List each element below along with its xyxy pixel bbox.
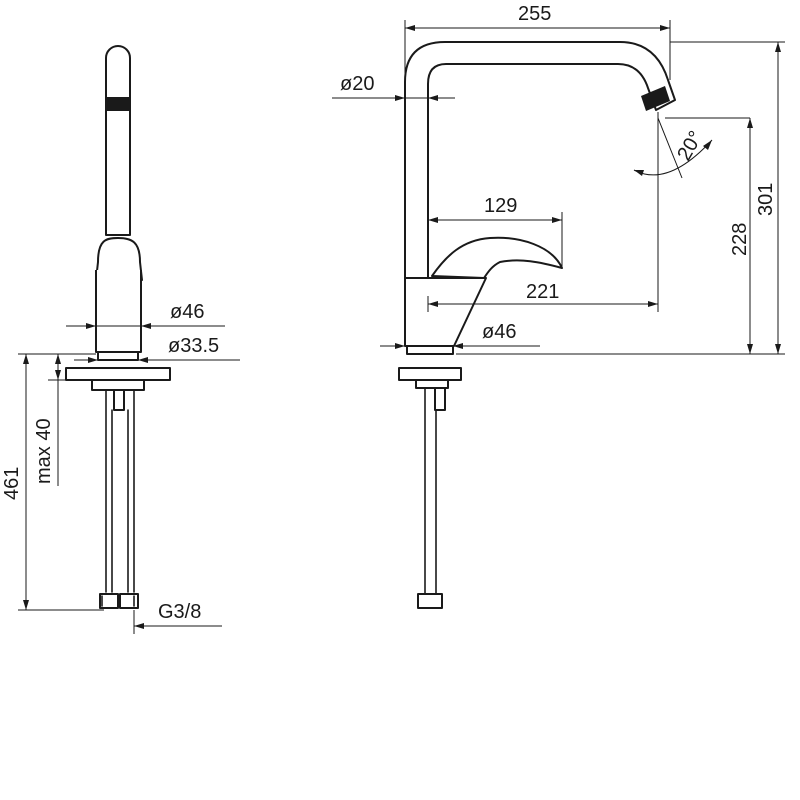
front-body-diameter-label: ø46: [170, 301, 204, 323]
front-mounting-nut: [91, 379, 145, 391]
spout-width-label: 255: [518, 3, 551, 25]
arrow: [428, 217, 438, 223]
connection-thread-label: G3/8: [158, 601, 201, 623]
front-hose-nut-right: [119, 593, 139, 609]
front-hose-nut-left: [99, 593, 119, 609]
front-body: [95, 270, 142, 353]
front-spout-outlet-band: [105, 97, 131, 111]
front-view: [65, 45, 171, 609]
arrow: [55, 370, 61, 380]
side-dimensions: 255 ø20 20° 129 221 ø46: [332, 3, 785, 355]
front-fixing-stud: [113, 389, 125, 411]
spout-angle-label: 20°: [673, 127, 707, 164]
overall-height-label: 301: [755, 183, 777, 216]
max-deck-thickness-label: max 40: [33, 418, 55, 484]
arrow: [23, 600, 29, 610]
spout-diameter-label: ø20: [340, 73, 374, 95]
front-body-ring: [97, 351, 139, 361]
arrow: [747, 344, 753, 354]
arrow: [747, 118, 753, 128]
arrow: [703, 140, 712, 150]
side-view: [398, 41, 676, 609]
arrow: [660, 25, 670, 31]
arrow: [138, 357, 148, 363]
arrow: [634, 170, 644, 176]
hose-length-label: 461: [1, 467, 23, 500]
outlet-height-label: 228: [729, 223, 751, 256]
arrow: [775, 344, 781, 354]
arrow: [55, 354, 61, 364]
side-hose-nut: [417, 593, 443, 609]
front-lever: [95, 237, 143, 281]
lever-reach-label: 129: [484, 195, 517, 217]
arrow: [88, 357, 98, 363]
side-body: [404, 277, 487, 347]
front-dimensions: ø46 ø33.5 max 40 461 G3/8: [1, 301, 240, 634]
side-body-diameter-label: ø46: [482, 321, 516, 343]
side-mounting-plate: [398, 367, 462, 381]
arrow: [86, 323, 96, 329]
front-spout-tube: [105, 45, 131, 236]
front-hole-diameter-label: ø33.5: [168, 335, 219, 357]
side-fixing-stud: [434, 387, 446, 411]
side-lever: [431, 236, 563, 279]
arrow: [428, 95, 438, 101]
arrow: [453, 343, 463, 349]
side-spout: [404, 41, 676, 278]
front-mounting-plate: [65, 367, 171, 381]
arrow: [141, 323, 151, 329]
spout-reach-label: 221: [526, 281, 559, 303]
side-body-ring: [406, 345, 454, 355]
side-mounting-nut: [415, 379, 449, 389]
arrow: [395, 343, 405, 349]
arrow: [23, 354, 29, 364]
arrow: [775, 42, 781, 52]
arrow: [648, 301, 658, 307]
arrow: [134, 623, 144, 629]
arrow: [395, 95, 405, 101]
arrow: [552, 217, 562, 223]
side-spout-outlet: [641, 86, 670, 111]
arrow: [405, 25, 415, 31]
arrow: [428, 301, 438, 307]
